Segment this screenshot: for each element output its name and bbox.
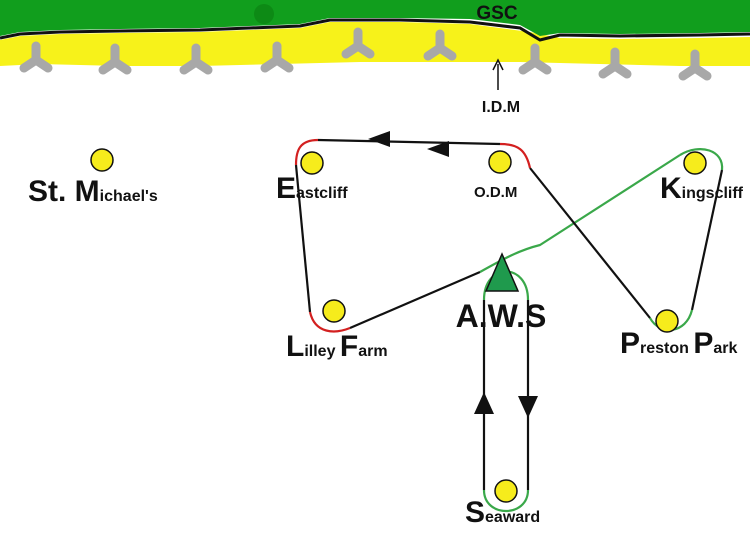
station-label-lilley-farm: Lilley Farm — [286, 330, 388, 363]
track-odm-eastcliff — [317, 138, 501, 146]
arrow-down-icon — [518, 396, 538, 418]
tree-icon — [254, 4, 274, 24]
hub-label: A.W.S — [456, 298, 547, 334]
station-dot-preston-park — [655, 309, 679, 333]
coastline — [0, 18, 750, 42]
groyne-icons — [19, 27, 712, 81]
track-preston-odm — [529, 167, 651, 319]
station-dots — [90, 148, 707, 503]
station-label-st-michaels: St. Michael's — [28, 175, 158, 208]
arrow-left-icon — [368, 131, 390, 147]
track-kingscliff-preston — [690, 169, 724, 311]
station-dot-lilley-farm — [322, 299, 346, 323]
station-label-eastcliff: Eastcliff — [276, 172, 348, 205]
track-lilley-aws — [349, 270, 481, 330]
track-eastcliff-curve — [294, 138, 319, 166]
track-odm-curve — [499, 142, 532, 169]
station-label-kingscliff: Kingscliff — [660, 172, 744, 205]
arrow-up-icon — [474, 392, 494, 414]
station-label-seaward: Seaward — [465, 496, 540, 529]
station-dot-odm — [488, 150, 512, 174]
grass-area — [0, 0, 750, 36]
idm-arrow-icon — [492, 58, 504, 90]
station-dot-eastcliff — [300, 151, 324, 175]
arrow-left-icon — [427, 141, 449, 157]
track-seaward-curve — [482, 489, 530, 513]
track-eastcliff-lilley — [294, 164, 312, 313]
track-lines — [294, 138, 724, 513]
station-label-preston-park: Preston Park — [620, 327, 738, 360]
idm-label: I.D.M — [482, 99, 520, 116]
track-kingscliff-loop — [679, 148, 724, 171]
gsc-label: GSC — [476, 3, 517, 24]
station-dot-st-michaels — [90, 148, 114, 172]
station-dot-kingscliff — [683, 151, 707, 175]
hub-triangle-icon — [484, 252, 520, 292]
station-dot-seaward — [494, 479, 518, 503]
track-lilley-curve — [308, 311, 351, 333]
track-aws-kingscliff — [479, 154, 681, 273]
station-label-odm: O.D.M — [474, 184, 517, 201]
sand-strip — [0, 22, 750, 66]
